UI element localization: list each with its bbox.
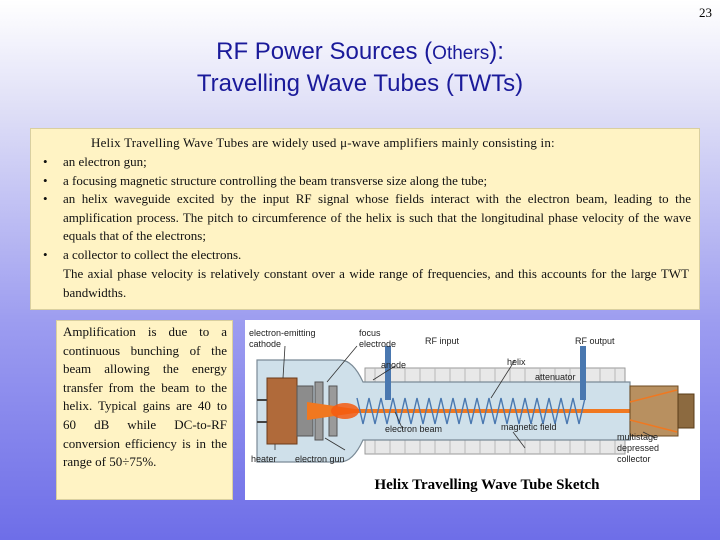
title-prefix: RF Power Sources ( [216,38,433,65]
slide-title-line2: Travelling Wave Tubes (TWTs) [196,70,524,97]
intro-text: Helix Travelling Wave Tubes are widely u… [91,135,555,150]
collector [629,385,695,437]
label-collector-2: depressed [617,443,659,453]
label-rf-output: RF output [575,336,615,346]
component-list: • an electron gun; • a focusing magnetic s… [43,153,691,265]
label-electron-beam: electron beam [385,424,442,434]
label-attenuator: attenuator [535,372,576,382]
label-anode: anode [381,360,406,370]
label-cathode-2: cathode [249,339,281,349]
rf-output-coupler [580,346,586,400]
bullet: • [43,172,48,188]
list-item: • a focusing magnetic structure controlli… [43,172,691,191]
list-item-text: an electron gun; [63,154,147,169]
amplification-text: Amplification is due to a continuous bun… [63,324,227,470]
label-collector-1: multistage [617,432,658,442]
bandwidth-note: The axial phase velocity is relatively c… [63,266,689,300]
twt-sketch: electron-emitting cathode focus electrod… [249,328,695,464]
title-others: Others [432,43,490,64]
twt-figure: electron-emitting cathode focus electrod… [245,320,700,500]
label-magnetic-field: magnetic field [501,422,557,432]
label-focus-2: electrode [359,339,396,349]
page-number: 23 [699,5,712,20]
list-item-text: a focusing magnetic structure controllin… [63,172,488,188]
list-item: • a collector to collect the electrons. [43,246,691,265]
slide-title-line1: RF Power Sources (Others): [0,36,720,70]
figure-caption: Helix Travelling Wave Tube Sketch [374,477,600,493]
main-text-box: Helix Travelling Wave Tubes are widely u… [30,128,700,310]
list-item: • an helix waveguide excited by the input… [43,190,691,246]
label-heater: heater [251,454,277,464]
title-suffix: ): [489,38,504,65]
label-electron-gun: electron gun [295,454,345,464]
bullet: • [43,154,48,169]
list-item-text: a collector to collect the electrons. [63,246,242,262]
list-item: • an electron gun; [43,153,691,172]
beam-crossover [331,403,359,419]
label-cathode-1: electron-emitting [249,328,316,338]
label-focus-1: focus [359,328,381,338]
list-item-text: an helix waveguide excited by the input … [63,191,691,244]
rf-input-coupler [385,346,391,400]
label-collector-3: collector [617,454,651,464]
helix [356,397,586,425]
label-helix: helix [507,357,526,367]
label-rf-input: RF input [425,336,460,346]
amplification-text-box: Amplification is due to a continuous bun… [56,320,233,500]
bullet: • [43,191,48,207]
bullet: • [43,246,48,262]
electron-beam [307,402,633,420]
